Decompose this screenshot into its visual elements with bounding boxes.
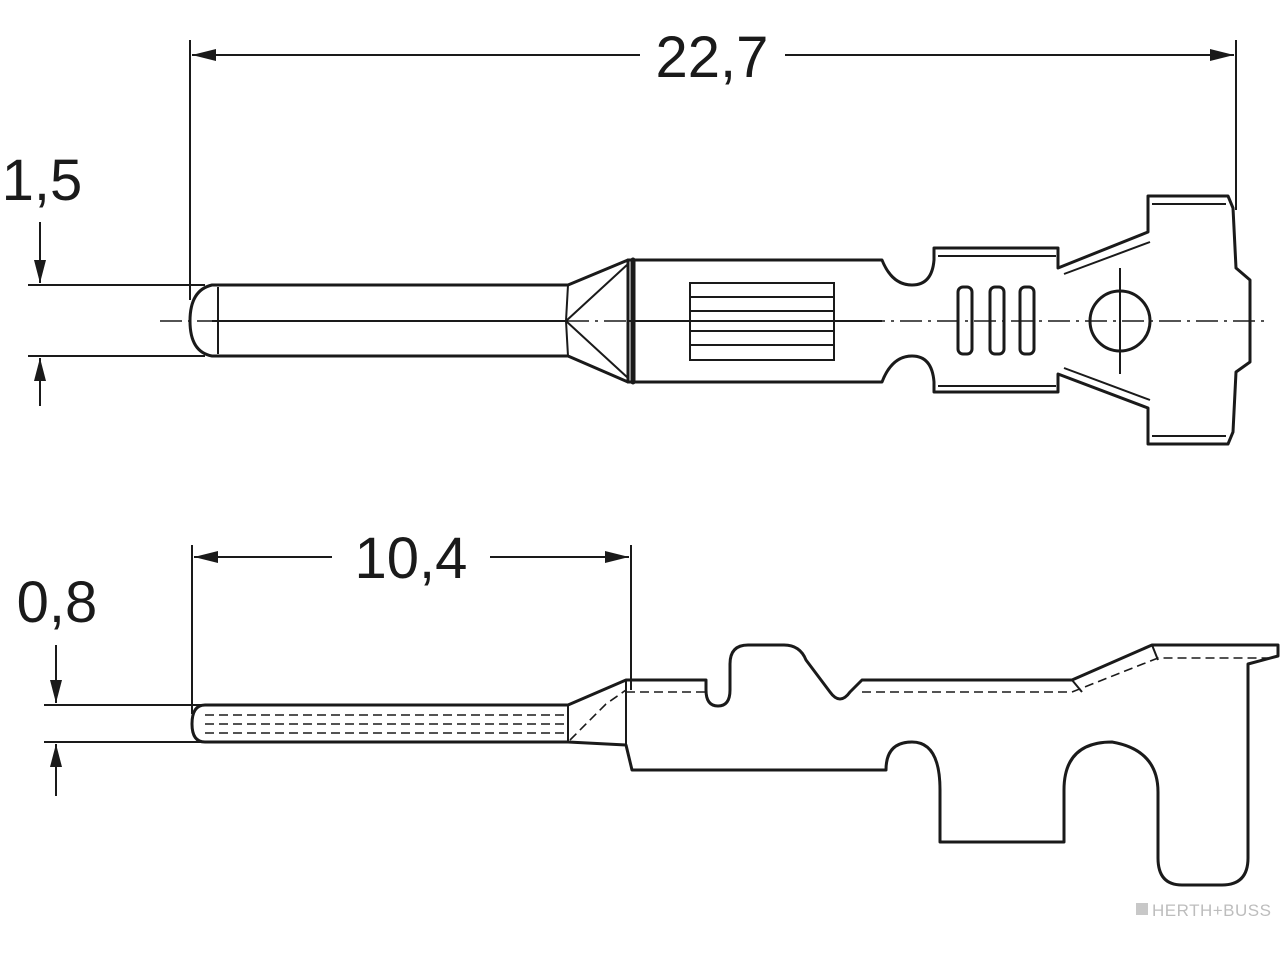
dim-label-22-7: 22,7 bbox=[656, 25, 769, 90]
side-ramp-edge-2 bbox=[1151, 644, 1159, 661]
dim-overall-length: 22,7 bbox=[189, 25, 1237, 300]
top-view bbox=[160, 194, 1265, 446]
top-ribs-box bbox=[689, 282, 835, 361]
top-slot-2 bbox=[988, 285, 1006, 356]
side-hidden-ramp bbox=[1071, 657, 1268, 693]
top-pin-shaft bbox=[188, 258, 630, 384]
side-view bbox=[190, 643, 1280, 887]
side-ramp-edge bbox=[1071, 679, 1083, 693]
dim-contact-length: 10,4 bbox=[191, 526, 632, 714]
logo-mark-icon bbox=[1136, 903, 1148, 915]
top-wing-diag-lower bbox=[1063, 367, 1151, 401]
side-hidden-cone bbox=[569, 689, 627, 741]
herth-buss-logo: HERTH+BUSS bbox=[1136, 901, 1271, 920]
arrow-up-0-8 bbox=[50, 744, 62, 767]
top-body bbox=[626, 194, 1252, 446]
arrow-left-10-4 bbox=[194, 551, 218, 563]
dim-label-10-4: 10,4 bbox=[355, 526, 468, 591]
dim-label-0-8: 0,8 bbox=[17, 570, 98, 635]
side-outline bbox=[190, 643, 1280, 887]
arrow-right-22-7 bbox=[1210, 49, 1234, 61]
dim-label-1-5: 1,5 bbox=[2, 148, 83, 213]
arrow-up-1-5 bbox=[34, 358, 46, 381]
top-pin-cone-inner bbox=[565, 263, 629, 379]
arrow-down-1-5 bbox=[34, 260, 46, 283]
arrow-right-10-4 bbox=[605, 551, 629, 563]
top-slot-3 bbox=[1018, 285, 1036, 356]
dim-pin-diameter: 1,5 bbox=[2, 148, 205, 406]
top-wing-diag-upper bbox=[1063, 241, 1151, 275]
dim-pin-thickness: 0,8 bbox=[17, 570, 205, 796]
top-slot-1 bbox=[956, 285, 974, 356]
arrow-left-22-7 bbox=[192, 49, 216, 61]
arrow-down-0-8 bbox=[50, 680, 62, 703]
logo-text: HERTH+BUSS bbox=[1152, 901, 1271, 920]
